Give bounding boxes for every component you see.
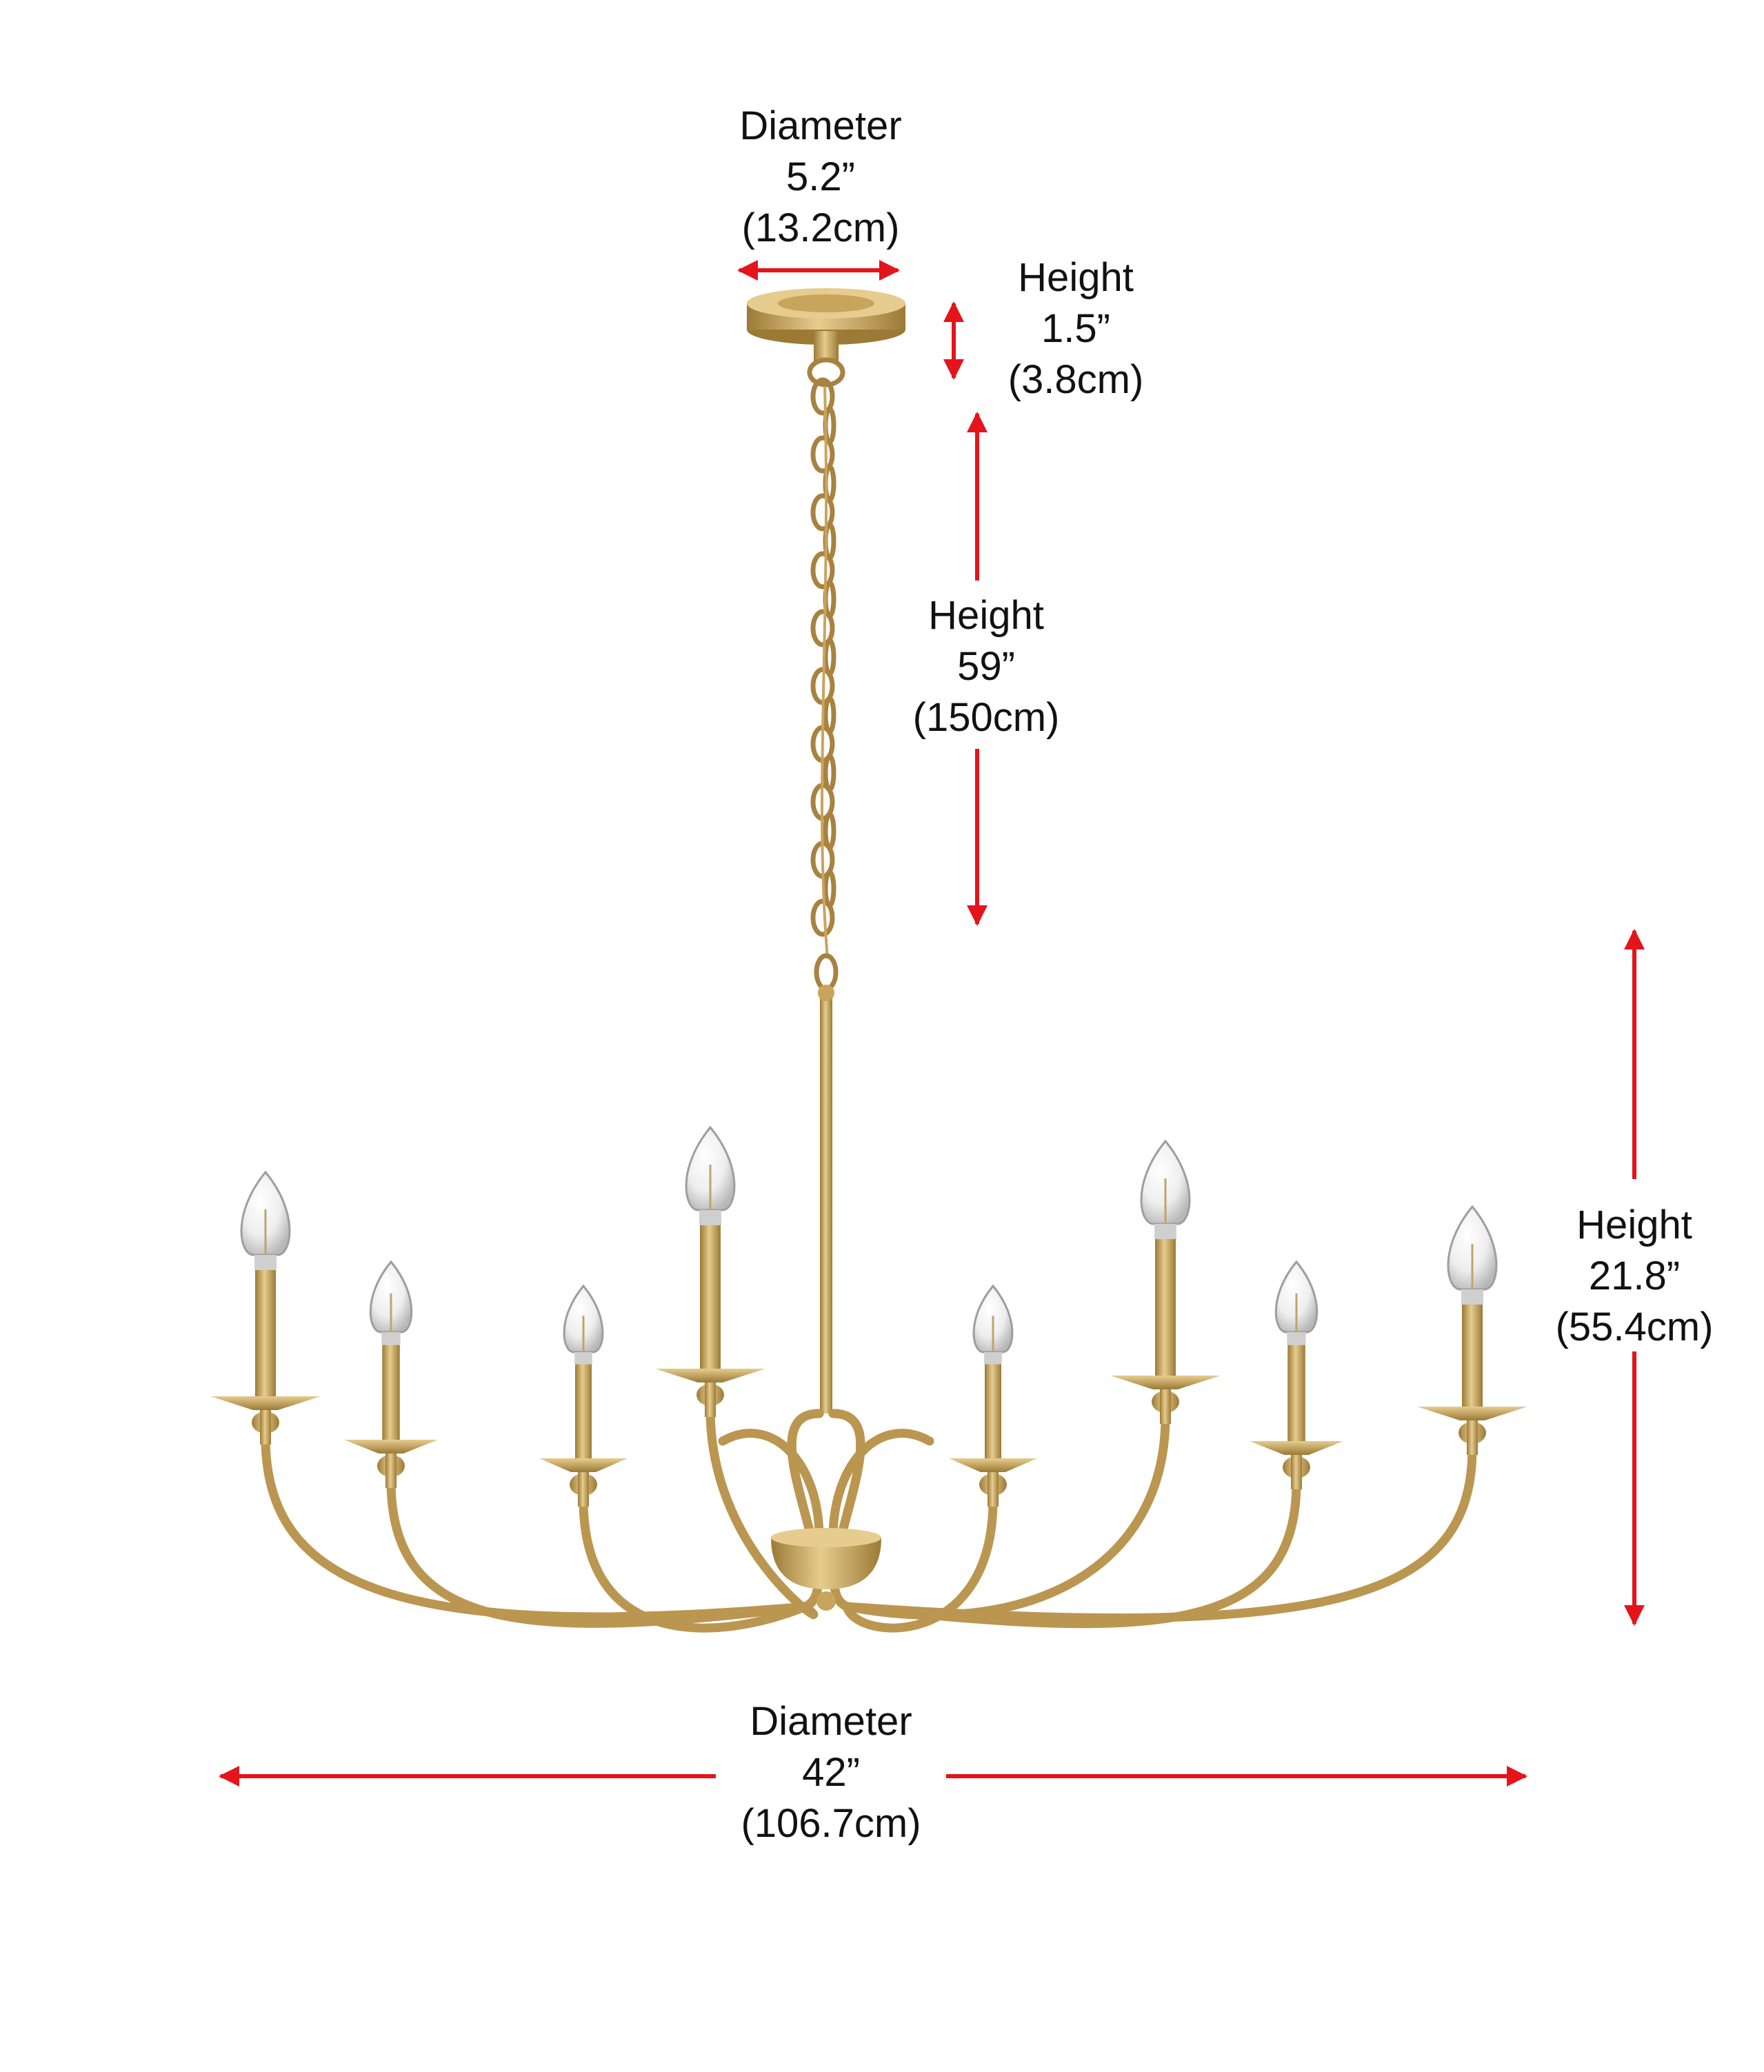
candle-light <box>655 1125 765 1417</box>
candle-sleeve <box>700 1225 721 1369</box>
chain-link <box>810 493 835 532</box>
bobeche <box>344 1440 438 1454</box>
bobeche <box>1417 1407 1527 1420</box>
candle-light <box>949 1284 1037 1507</box>
fixture-height-title: Height <box>1576 1203 1692 1247</box>
candle-light <box>1110 1139 1221 1424</box>
canopy <box>747 288 905 388</box>
candle-arm <box>828 1409 1477 1622</box>
canopy-height-title: Height <box>1018 255 1134 300</box>
chain-height-title: Height <box>928 593 1044 638</box>
chain-link <box>810 377 835 416</box>
candle-sleeve <box>985 1364 1001 1458</box>
candles <box>210 1125 1527 1507</box>
chain-link <box>810 898 835 937</box>
fixture-height-imperial: 21.8” <box>1588 1254 1681 1298</box>
candle-arm <box>386 1409 824 1628</box>
bobeche <box>210 1396 321 1410</box>
chain-link <box>810 551 835 590</box>
candle-light <box>539 1284 628 1507</box>
candle-sleeve <box>1462 1305 1483 1407</box>
canopy-height-label: Height 1.5” (3.8cm) <box>979 252 1172 405</box>
chain-height-metric: (150cm) <box>912 695 1060 740</box>
chain-height-label: Height 59” (150cm) <box>890 590 1083 743</box>
bobeche <box>655 1369 765 1382</box>
down-rod <box>814 953 839 1414</box>
power-cord <box>821 385 829 959</box>
chain <box>810 377 836 959</box>
fixture-height-label: Height 21.8” (55.4cm) <box>1531 1200 1738 1353</box>
bobeche <box>539 1458 628 1472</box>
candle-light <box>1417 1205 1527 1455</box>
candle-light <box>1250 1260 1343 1489</box>
canopy-height-imperial: 1.5” <box>1041 306 1110 351</box>
candle-sleeve <box>1155 1239 1176 1376</box>
canopy-height-metric: (3.8cm) <box>1008 357 1144 402</box>
candle-arm <box>828 1409 1301 1629</box>
bobeche <box>1250 1441 1343 1455</box>
canopy-diameter-title: Diameter <box>739 103 902 148</box>
bobeche <box>949 1458 1037 1472</box>
fixture-diameter-label: Diameter 42” (106.7cm) <box>721 1696 941 1849</box>
chain-link <box>810 609 835 647</box>
canopy-diameter-metric: (13.2cm) <box>741 205 900 250</box>
fixture-diameter-metric: (106.7cm) <box>741 1801 921 1846</box>
candle-sleeve <box>1287 1345 1305 1441</box>
center-curl <box>828 1429 934 1542</box>
arms <box>261 1405 1477 1633</box>
center-hub <box>771 1528 881 1611</box>
bobeche <box>1110 1376 1221 1389</box>
candle-sleeve <box>382 1345 400 1440</box>
canopy-diameter-label: Diameter 5.2” (13.2cm) <box>717 101 924 254</box>
dimension-arrows <box>219 260 1645 1787</box>
center-curl <box>718 1429 824 1542</box>
candle-sleeve <box>575 1364 592 1458</box>
canopy-diameter-imperial: 5.2” <box>786 154 855 199</box>
chain-link <box>810 435 835 474</box>
candle-sleeve <box>255 1270 276 1396</box>
candle-light <box>344 1260 438 1488</box>
fixture-diameter-title: Diameter <box>750 1699 912 1744</box>
fixture-height-metric: (55.4cm) <box>1555 1305 1714 1349</box>
candle-light <box>210 1170 321 1445</box>
chain-height-imperial: 59” <box>957 644 1015 689</box>
fixture-diameter-imperial: 42” <box>802 1750 860 1795</box>
